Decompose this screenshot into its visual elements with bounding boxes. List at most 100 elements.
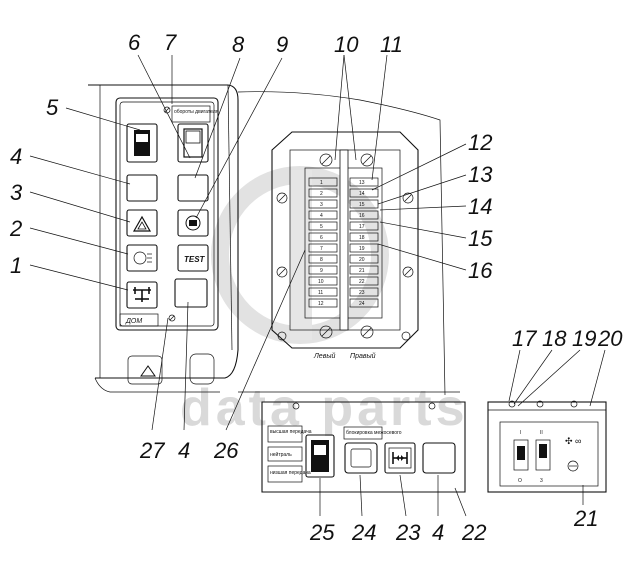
switch-off-label: O [518,478,522,484]
callout-3: 3 [10,180,23,205]
fuse-left: 9 [308,265,338,275]
svg-text:5: 5 [320,224,323,230]
svg-text:14: 14 [359,191,365,197]
fuse-right-label: Правый [350,352,376,360]
fuse-left: 3 [308,199,338,209]
watermark: data parts [180,166,469,437]
svg-text:9: 9 [320,268,323,274]
callout-16: 16 [468,258,493,283]
callout-13: 13 [468,162,493,187]
svg-text:11: 11 [318,290,323,296]
svg-text:16: 16 [359,213,365,219]
fuse-right: 18 [349,232,379,242]
callout-26: 26 [213,438,239,463]
callout-11: 11 [380,32,403,57]
svg-text:21: 21 [359,268,365,274]
callout-7: 7 [164,30,177,55]
callout-4-bottom: 4 [432,520,444,545]
svg-text:24: 24 [359,301,365,307]
button-9-engine [177,209,209,237]
gear-label-high: высшая передача [270,429,312,435]
heater-symbol: ✣ ∞ [565,436,581,472]
bottom-panel: высшая передача нейтраль низшая передача… [261,401,466,493]
fuse-right: 16 [349,210,379,220]
svg-text:2: 2 [320,191,323,197]
fuses-right: 13 14 15 16 17 18 19 20 21 22 23 24 [349,177,379,308]
button-1-axle [126,281,158,309]
callout-19: 19 [572,326,596,351]
fuse-right: 14 [349,188,379,198]
axle-button [384,442,416,474]
svg-text:10: 10 [318,279,324,285]
fuse-left: 6 [308,232,338,242]
fuse-right: 24 [349,298,379,308]
callout-14: 14 [468,194,492,219]
fuse-left: 1 [308,177,338,187]
callout-21: 21 [573,506,598,531]
fuse-left: 11 [308,287,338,297]
fuse-left: 10 [308,276,338,286]
right-switch-2 [535,439,551,471]
diff-lock-button [344,442,378,474]
callout-6: 6 [128,30,141,55]
button-3-hazard [126,209,158,237]
callout-24: 24 [351,520,376,545]
svg-text:13: 13 [359,180,365,186]
svg-text:✣ ∞: ✣ ∞ [565,436,581,446]
svg-text:8: 8 [320,257,323,263]
leader-lines [29,54,606,517]
callout-23: 23 [395,520,421,545]
callout-1: 1 [10,253,22,278]
callout-8: 8 [232,32,245,57]
gear-label-low: низшая передача [270,470,311,476]
button-4-bottom [174,278,208,308]
fuse-right: 21 [349,265,379,275]
svg-text:18: 18 [359,235,365,241]
callout-5: 5 [46,95,59,120]
gear-label-neutral: нейтраль [270,451,292,458]
fuses-left: 1 2 3 4 5 6 7 8 9 10 11 12 [308,177,338,308]
svg-text:20: 20 [359,257,365,263]
right-box: I II O 3 ✣ ∞ [487,400,607,493]
button-2-lights [126,244,158,272]
callout-25: 25 [309,520,335,545]
watermark-text: data parts [180,379,469,437]
callout-15: 15 [468,226,493,251]
fuse-left: 7 [308,243,338,253]
fuse-right: 22 [349,276,379,286]
callout-10: 10 [334,32,359,57]
fuse-right: 19 [349,243,379,253]
fuse-right: 13 [349,177,379,187]
svg-text:17: 17 [359,224,365,230]
callout-18: 18 [542,326,567,351]
fuse-right: 23 [349,287,379,297]
callout-20: 20 [597,326,623,351]
switch-1-label: I [520,430,521,436]
callouts: 1 2 3 4 5 6 7 8 9 10 11 12 13 14 15 16 1… [9,30,623,545]
svg-text:23: 23 [359,290,365,296]
button-test: TEST [177,244,209,272]
button-8-blank [177,174,209,202]
fuse-box-screws [276,153,414,341]
callout-12: 12 [468,130,492,155]
svg-text:7: 7 [320,246,323,252]
fuse-left: 12 [308,298,338,308]
bottom-header-label: блокировка межосевого [346,430,402,436]
button-4-blank [126,174,158,202]
fuse-right: 20 [349,254,379,264]
button-5-switch [126,123,158,163]
gear-switch [305,434,335,478]
callout-4: 4 [10,144,22,169]
svg-text:3: 3 [320,202,323,208]
fuse-left: 4 [308,210,338,220]
fuse-left-label: Левый [313,352,335,360]
svg-text:19: 19 [359,246,365,252]
callout-2: 2 [9,216,22,241]
svg-text:1: 1 [320,180,323,186]
panel-header-label: обороты двигателя [174,109,219,115]
fuse-box: 1 2 3 4 5 6 7 8 9 10 11 12 13 14 15 16 1… [237,91,460,396]
switch-2-label: II [540,430,543,436]
test-label: TEST [184,255,206,264]
callout-17: 17 [512,326,537,351]
